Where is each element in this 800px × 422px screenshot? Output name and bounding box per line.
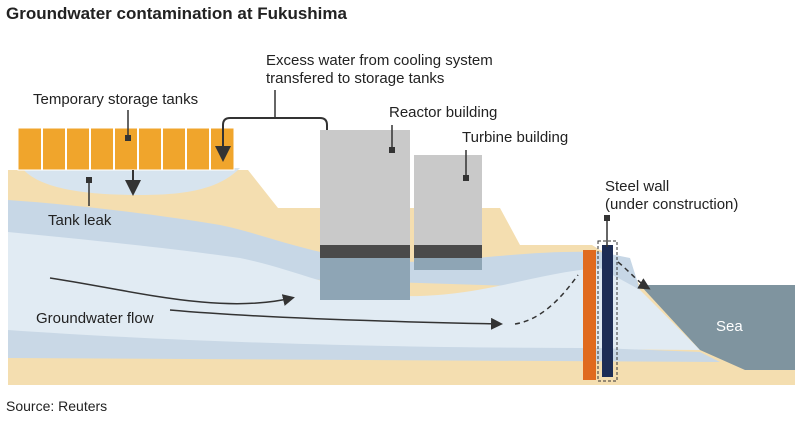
flow-arrow-to-sea	[617, 261, 651, 290]
groundwater-flow-label: Groundwater flow	[36, 310, 154, 327]
tank-leak-label: Tank leak	[48, 212, 112, 229]
lower-water-band	[8, 330, 720, 362]
orange-barrier	[583, 250, 596, 380]
temporary-tanks-label: Temporary storage tanks	[33, 91, 199, 108]
steel-wall	[602, 245, 613, 377]
excess-water-label: Excess water from cooling system transfe…	[266, 52, 493, 87]
sea-body	[640, 285, 795, 370]
flow-arrow-lower	[169, 309, 503, 330]
steel-wall-label: Steel wall (under construction)	[605, 178, 739, 213]
sea-label: Sea	[716, 318, 743, 335]
temporary-storage-tanks	[17, 127, 235, 171]
reactor-building-label: Reactor building	[389, 104, 498, 121]
steel-wall-outline	[597, 240, 618, 382]
turbine-building	[414, 155, 482, 270]
flow-arrow-dashed	[514, 274, 579, 325]
turbine-building-label: Turbine building	[462, 129, 569, 146]
reactor-building	[320, 130, 410, 300]
diagram-title: Groundwater contamination at Fukushima	[6, 4, 347, 23]
source-credit: Source: Reuters	[6, 398, 108, 414]
transfer-pipe	[215, 117, 328, 162]
flow-arrow-upper	[49, 277, 295, 306]
